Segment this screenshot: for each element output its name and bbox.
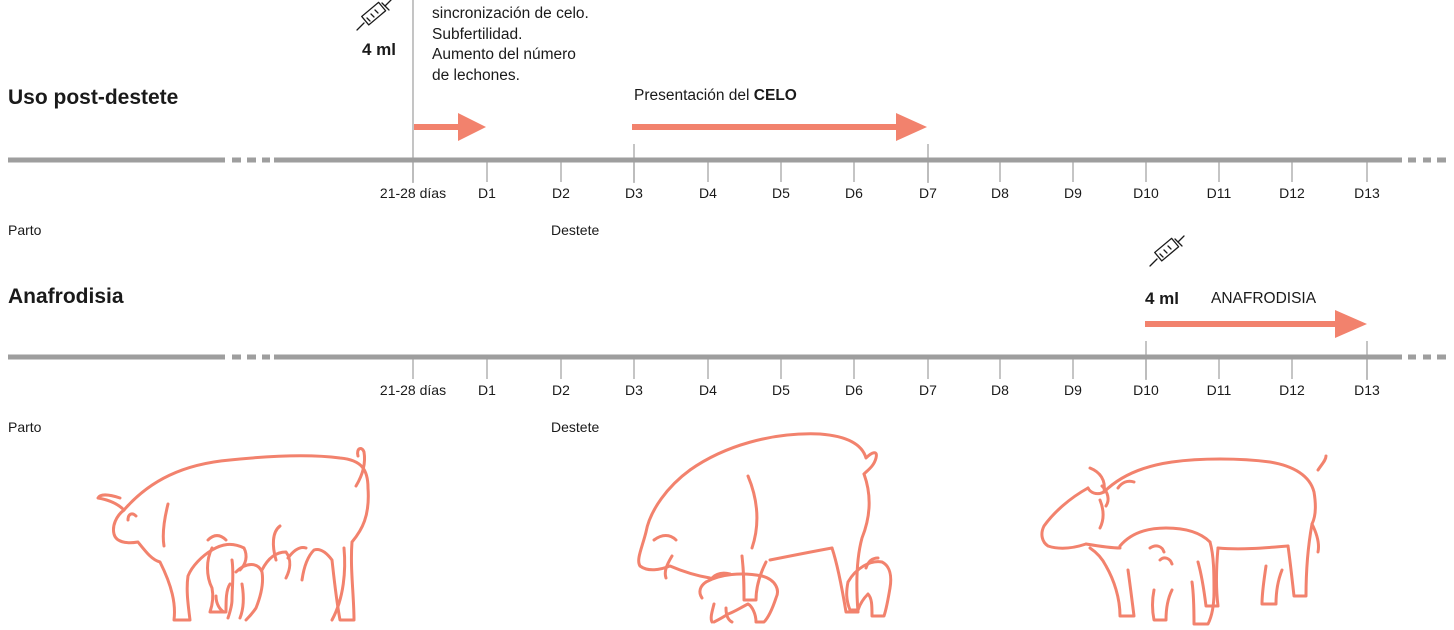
tick-label: D5 xyxy=(772,185,790,201)
arrow-label: ANAFRODISIA xyxy=(1211,290,1317,307)
timeline-1 xyxy=(8,0,1446,183)
section-title: Uso post-destete xyxy=(8,86,179,109)
tick-label: D11 xyxy=(1206,185,1232,201)
tick-label: 21-28 días xyxy=(379,185,447,201)
note-line: de lechones. xyxy=(432,66,520,84)
tick-label: D12 xyxy=(1279,185,1305,201)
tick-label: D1 xyxy=(478,185,496,201)
tick-label: D13 xyxy=(1354,185,1380,201)
tick-label: D1 xyxy=(478,382,496,398)
tick-label: D7 xyxy=(919,382,937,398)
celo-arrow xyxy=(632,113,927,141)
section-title: Anafrodisia xyxy=(8,285,124,308)
tick-label: D11 xyxy=(1206,382,1232,398)
tick-label: D9 xyxy=(1064,382,1082,398)
tick-label: D5 xyxy=(772,382,790,398)
timeline-2-ticks xyxy=(412,357,1368,379)
mid-label: Destete xyxy=(551,419,600,435)
two-pigs-icon xyxy=(1040,454,1328,626)
section-note: sincronización de celo. Subfertilidad. A… xyxy=(432,4,589,86)
tick-label: D12 xyxy=(1279,382,1305,398)
sow-nursing-piglets-icon xyxy=(96,447,370,622)
tick-label: D7 xyxy=(919,185,937,201)
tick-label: D13 xyxy=(1354,382,1380,398)
tick-label: D9 xyxy=(1064,185,1082,201)
arrow-label: Presentación del CELO xyxy=(634,86,797,107)
start-label: Parto xyxy=(8,222,42,238)
tick-label: D2 xyxy=(552,185,570,201)
tick-label: D3 xyxy=(625,185,643,201)
mid-label: Destete xyxy=(551,222,600,238)
note-line: Aumento del número xyxy=(432,46,576,63)
dose-label: 4 ml xyxy=(362,40,397,59)
start-label: Parto xyxy=(8,419,42,435)
sow-with-piglets-icon xyxy=(637,432,893,624)
anafrodisia-arrow xyxy=(1145,310,1367,338)
dose-label: 4 ml xyxy=(1145,289,1180,308)
note-line: Subfertilidad. xyxy=(432,25,523,43)
tick-label: D6 xyxy=(845,382,863,398)
tick-label: D10 xyxy=(1133,382,1159,398)
syringe-icon xyxy=(356,0,392,31)
arrow-label-text: Presentación del xyxy=(634,87,754,104)
timeline-1-ticks xyxy=(412,160,1368,182)
tick-label: 21-28 días xyxy=(379,382,447,398)
tick-label: D6 xyxy=(845,185,863,201)
tick-label: D3 xyxy=(625,382,643,398)
syringe-icon xyxy=(1149,235,1185,267)
tick-label: D4 xyxy=(699,185,717,201)
arrow-label-bold: CELO xyxy=(753,87,797,104)
tick-label: D8 xyxy=(991,382,1009,398)
short-arrow xyxy=(414,113,486,141)
timeline-2 xyxy=(8,235,1446,380)
note-line: sincronización de celo. xyxy=(432,5,589,22)
tick-label: D2 xyxy=(552,382,570,398)
tick-label: D4 xyxy=(699,382,717,398)
tick-label: D8 xyxy=(991,185,1009,201)
tick-label: D10 xyxy=(1133,185,1159,201)
